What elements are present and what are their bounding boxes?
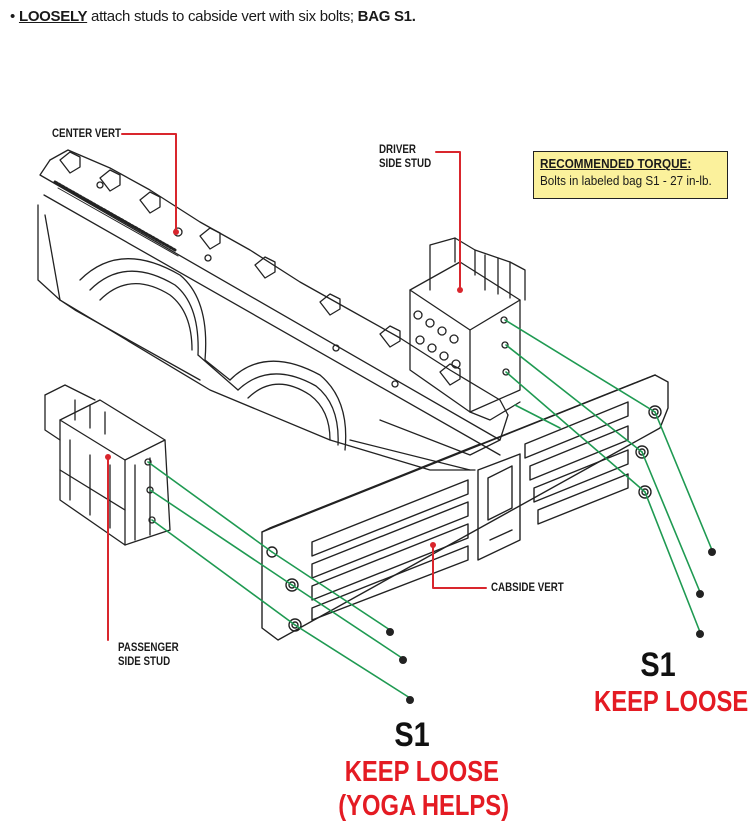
right-keep-loose: KEEP LOOSE — [594, 686, 749, 718]
bottom-bag-label: S1 — [394, 716, 430, 754]
bottom-keep-loose: KEEP LOOSE — [344, 756, 499, 788]
bolt-alignment-lines — [147, 319, 713, 699]
torque-detail: Bolts in labeled bag S1 - 27 in-lb. — [540, 173, 712, 188]
bolt-icon — [386, 628, 394, 636]
bottom-yoga-helps: (YOGA HELPS) — [338, 790, 510, 822]
instruction-line: •LOOSELY attach studs to cabside vert wi… — [10, 8, 416, 25]
bolt-icon — [399, 656, 407, 664]
passenger-side-stud-part — [44, 384, 171, 546]
bolt-icon — [708, 548, 716, 556]
bolt-icon — [406, 696, 414, 704]
driver-stud-label-line1: DRIVER — [379, 144, 416, 156]
callout-leaders — [105, 133, 487, 641]
right-bag-label: S1 — [640, 646, 676, 684]
driver-stud-label-line2: SIDE STUD — [379, 158, 432, 170]
torque-box: RECOMMENDED TORQUE: Bolts in labeled bag… — [533, 151, 728, 199]
passenger-stud-label-line1: PASSENGER — [118, 642, 179, 654]
passenger-stud-label-line2: SIDE STUD — [118, 656, 171, 668]
center-vert-part — [37, 149, 509, 471]
instruction-bag: BAG S1. — [357, 8, 416, 25]
bolt-icon — [696, 590, 704, 598]
cabside-vert-part — [261, 374, 669, 641]
center-vert-label: CENTER VERT — [52, 128, 121, 140]
driver-side-stud-part — [409, 237, 526, 421]
instruction-emphasis: LOOSELY — [18, 8, 88, 25]
bolt-icon — [696, 630, 704, 638]
torque-heading: RECOMMENDED TORQUE: — [540, 156, 692, 171]
bolts — [386, 548, 716, 704]
cabside-vert-label: CABSIDE VERT — [491, 582, 564, 594]
bullet: • — [10, 8, 15, 25]
instruction-text: attach studs to cabside vert with six bo… — [87, 8, 358, 25]
